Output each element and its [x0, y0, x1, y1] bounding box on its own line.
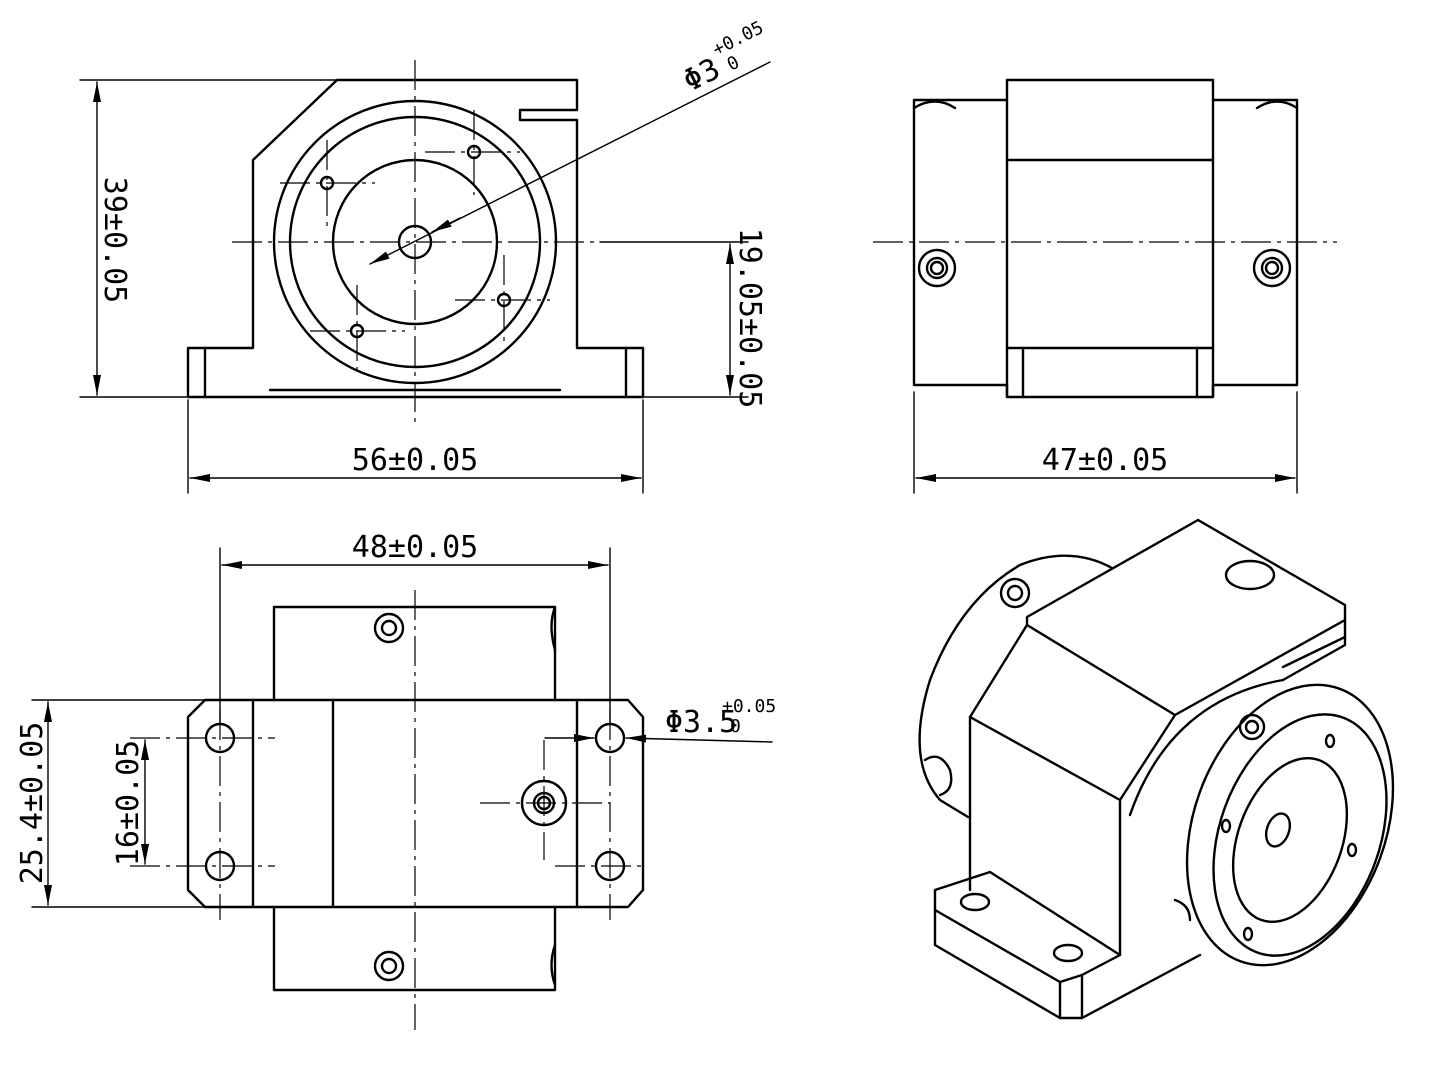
- front-bore-tol-lower: 0: [724, 52, 743, 76]
- top-hole-tol-upper: +0.05: [722, 696, 776, 717]
- top-width-dim: 48±0.05: [352, 530, 478, 565]
- front-width-dim: 56±0.05: [352, 443, 478, 478]
- top-hole-dim: Φ3.5: [665, 705, 737, 740]
- top-height-dim: 25.4±0.05: [15, 722, 50, 885]
- front-bore-tol-upper: +0.05: [709, 17, 767, 60]
- front-height-dim: 39±0.05: [97, 177, 132, 303]
- front-axis-height-dim: 19.05±0.05: [732, 228, 767, 409]
- side-view: 47±0.05: [873, 78, 1337, 494]
- top-hole-spacing-dim: 16±0.05: [111, 740, 146, 866]
- side-width-dim: 47±0.05: [1042, 443, 1168, 478]
- isometric-view: [918, 518, 1395, 1020]
- front-view: 39±0.05 19.05±0.05 56±0.05 Φ3 +0.05 0: [79, 17, 771, 494]
- top-hole-tol-lower: 0: [730, 716, 741, 737]
- top-view: 48±0.05 25.4±0.05 16±0.05 Φ3.5 +0.05 0: [15, 530, 776, 1030]
